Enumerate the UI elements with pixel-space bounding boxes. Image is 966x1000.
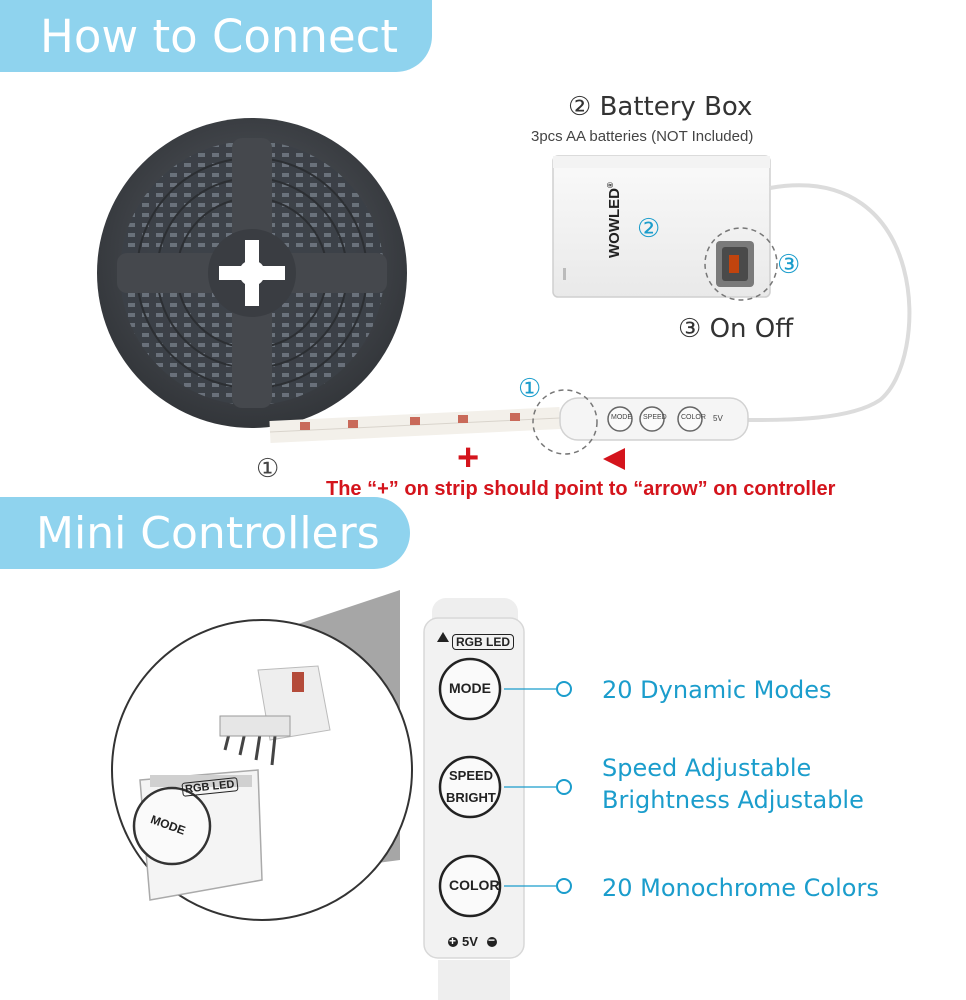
- brand-name: WOWLED: [606, 188, 623, 258]
- inline-power-label: 5V: [713, 414, 723, 423]
- mini-controller: [423, 598, 525, 1000]
- inline-controller: [559, 397, 749, 441]
- alignment-note: The “+” on strip should point to “arrow”…: [326, 478, 836, 500]
- battery-box: [552, 155, 771, 298]
- step-number: ③: [678, 314, 702, 344]
- power-voltage-label: 5V: [462, 934, 478, 949]
- section-banner-how-to-connect: How to Connect: [0, 0, 432, 72]
- feature-speed: Speed Adjustable: [602, 754, 812, 782]
- feature-pointers: [504, 681, 572, 894]
- section-banner-mini-controllers: Mini Controllers: [0, 497, 410, 569]
- feature-monochrome-colors: 20 Monochrome Colors: [602, 874, 879, 902]
- led-strip-tail: [269, 407, 561, 443]
- zoom-inset: [111, 619, 413, 921]
- feature-dynamic-modes: 20 Dynamic Modes: [602, 676, 832, 704]
- switch-highlight: [704, 227, 778, 301]
- battery-marker: ②: [637, 213, 661, 243]
- connector-highlight: [532, 389, 598, 455]
- speed-button-label: SPEED: [449, 768, 494, 783]
- step-one-marker: ①: [256, 453, 280, 483]
- step-number: ②: [568, 92, 592, 122]
- inline-speed-label: SPEED: [643, 414, 667, 421]
- inline-color-label: COLOR: [681, 414, 706, 421]
- controller-rgb-label: RGB LED: [452, 634, 514, 650]
- battery-subtitle: 3pcs AA batteries (NOT Included): [531, 128, 754, 145]
- mode-button-label: MODE: [449, 680, 491, 696]
- power-minus-symbol: −: [488, 933, 496, 947]
- color-button-label: COLOR: [449, 877, 500, 893]
- power-plus-symbol: +: [449, 934, 457, 948]
- brand-mark: ®: [606, 182, 615, 189]
- feature-brightness: Brightness Adjustable: [602, 786, 864, 814]
- section-title: How to Connect: [40, 9, 399, 63]
- switch-marker: ③: [777, 249, 801, 279]
- inline-mode-label: MODE: [611, 414, 632, 421]
- alignment-marks: [603, 448, 625, 470]
- bright-button-label: BRIGHT: [446, 790, 496, 805]
- battery-box-title: ② Battery Box: [568, 92, 752, 122]
- switch-label: On Off: [709, 314, 794, 344]
- led-strip-reel: [97, 118, 407, 428]
- battery-title: Battery Box: [599, 92, 753, 122]
- battery-cable: [744, 183, 912, 422]
- brand-label: WOWLED®: [606, 182, 623, 258]
- switch-title: ③ On Off: [678, 314, 793, 344]
- connector-marker: ①: [518, 373, 542, 403]
- plus-mark: +: [457, 437, 480, 479]
- section-title: Mini Controllers: [36, 507, 380, 559]
